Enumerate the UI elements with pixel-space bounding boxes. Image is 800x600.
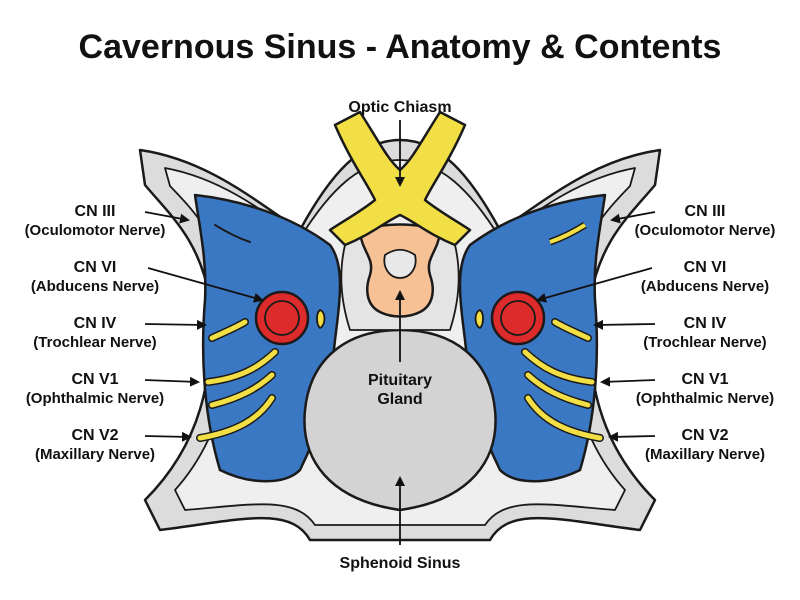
left-label-cn3-desc: (Oculomotor Nerve) <box>25 222 166 239</box>
left-label-cn5v2-desc: (Maxillary Nerve) <box>35 446 155 463</box>
left-label-cn5v2-name: CN V2 <box>71 427 118 444</box>
right-nerves <box>474 222 604 442</box>
right-label-cn3-desc: (Oculomotor Nerve) <box>635 222 776 239</box>
left-label-cn5v1-name: CN V1 <box>71 371 118 388</box>
right-label-cn5v1-name: CN V1 <box>681 371 728 388</box>
right-label-cn4-name: CN IV <box>684 315 727 332</box>
right-label-cn5v2-name: CN V2 <box>681 427 728 444</box>
right-label-cn6-desc: (Abducens Nerve) <box>641 278 769 295</box>
label-optic-chiasm: Optic Chiasm <box>348 99 451 116</box>
right-label-cn6-name: CN VI <box>684 259 727 276</box>
right-label-cn3-name: CN III <box>685 203 726 220</box>
label-pituitary-line1: Pituitary <box>368 372 432 389</box>
left-label-cn5v1-desc: (Ophthalmic Nerve) <box>26 390 164 407</box>
left-labels: CN III (Oculomotor Nerve) CN VI (Abducen… <box>25 203 264 463</box>
left-cn6-small <box>316 309 326 329</box>
label-pituitary-line2: Gland <box>377 391 422 408</box>
right-label-cn5v2-desc: (Maxillary Nerve) <box>645 446 765 463</box>
left-nerves <box>196 224 326 442</box>
diagram-title: Cavernous Sinus - Anatomy & Contents <box>79 28 722 66</box>
label-sphenoid-sinus: Sphenoid Sinus <box>340 555 461 572</box>
right-cn6-small <box>474 309 484 329</box>
left-label-cn4-name: CN IV <box>74 315 117 332</box>
right-label-cn5v1-desc: (Ophthalmic Nerve) <box>636 390 774 407</box>
right-label-cn4-desc: (Trochlear Nerve) <box>643 334 766 351</box>
left-label-cn6-desc: (Abducens Nerve) <box>31 278 159 295</box>
left-label-cn6-name: CN VI <box>74 259 117 276</box>
right-carotid-artery <box>490 290 546 346</box>
left-carotid-artery <box>254 290 310 346</box>
left-label-cn4-desc: (Trochlear Nerve) <box>33 334 156 351</box>
right-labels: CN III (Oculomotor Nerve) CN VI (Abducen… <box>536 203 776 463</box>
left-label-cn3-name: CN III <box>75 203 116 220</box>
